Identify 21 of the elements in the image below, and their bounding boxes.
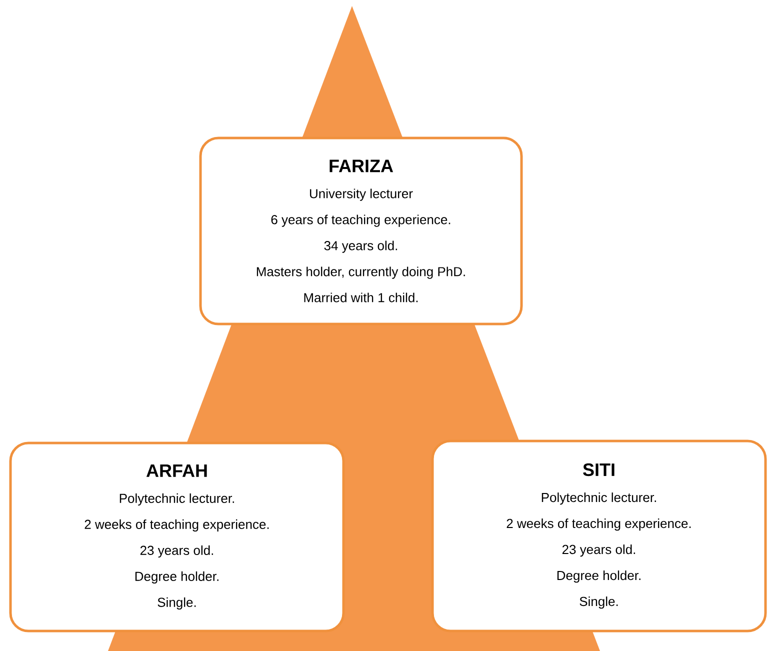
card-text: Polytechnic lecturer. (120, 493, 234, 506)
card-heading: ARFAH (146, 464, 207, 477)
card-text: Single. (158, 597, 196, 610)
card-text: Married with 1 child. (304, 292, 418, 302)
card-text: 2 weeks of teaching experience. (84, 519, 269, 532)
card-text: 2 weeks of teaching experience. (506, 518, 691, 531)
card-text: University lecturer (310, 188, 413, 201)
profile-card (9, 442, 345, 632)
card-text: 23 years old. (562, 544, 636, 557)
card-text: 23 years old. (140, 545, 214, 558)
card-text: 34 years old. (324, 240, 398, 253)
card-heading: SITI (583, 463, 614, 476)
card-text: Degree holder. (135, 571, 218, 584)
card-text: Polytechnic lecturer. (542, 492, 656, 505)
card-text: Single. (580, 596, 618, 609)
card-text: Masters holder, currently doing PhD. (256, 266, 465, 279)
card-text: Degree holder. (557, 570, 640, 583)
profile-card (431, 440, 767, 632)
card-heading: FARIZA (330, 160, 394, 172)
card-text: 6 years of teaching experience. (271, 214, 450, 227)
profile-card (199, 136, 523, 326)
